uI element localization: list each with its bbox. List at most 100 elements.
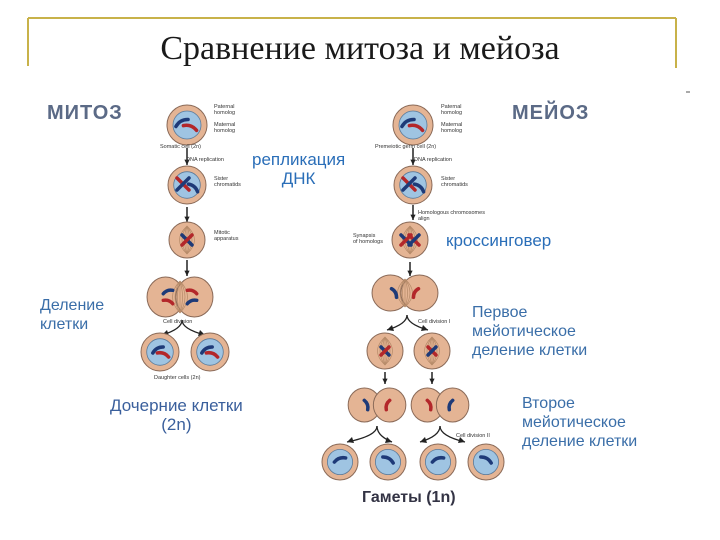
gamete-cell-3 xyxy=(419,443,457,481)
gamete-cell-1 xyxy=(321,443,359,481)
spindle-fiber xyxy=(399,278,406,308)
spindle-fiber xyxy=(431,336,438,366)
small-sister-chromatids-meiosis: Sister chromatids xyxy=(441,176,468,188)
spindle-fiber xyxy=(379,336,386,366)
mitosis-somatic-cell xyxy=(166,104,208,146)
chromatid xyxy=(180,233,194,247)
label-gametes: Гаметы (1n) xyxy=(362,489,456,506)
mitosis-daughter-cell-2 xyxy=(190,332,230,372)
spindle-fiber xyxy=(377,336,386,366)
spindle-fiber xyxy=(431,336,440,366)
arrow-head xyxy=(184,216,190,222)
arrow-head xyxy=(410,159,416,165)
chromosome xyxy=(186,182,200,194)
chromosome xyxy=(407,123,425,133)
arrow-head xyxy=(407,270,413,276)
mitosis-anaphase-cell xyxy=(146,276,214,318)
small-maternal-meiosis: Maternal homolog xyxy=(441,122,463,134)
spindle-fiber xyxy=(384,336,388,366)
small-cell-division-mitosis: Cell division xyxy=(163,319,193,325)
spindle-fiber xyxy=(409,225,418,255)
meiosis-synapsis-cell xyxy=(391,221,429,259)
cell-half xyxy=(372,387,407,423)
cell-half xyxy=(175,276,214,318)
spindle-fiber xyxy=(426,336,433,366)
chromosome xyxy=(412,182,426,194)
label-crossing-over: кроссинговер xyxy=(446,231,552,250)
arrow-head xyxy=(382,378,388,384)
mitosis-metaphase-cell xyxy=(168,221,206,259)
label-first-meiotic-division: Первое мейотическое деление клетки xyxy=(472,304,588,359)
chromosome xyxy=(332,455,348,464)
spindle-fiber xyxy=(177,280,181,314)
small-synapsis: Synapsis of homologs xyxy=(353,233,383,245)
chromosome xyxy=(161,288,175,296)
chromosome xyxy=(181,123,199,133)
spindle-fiber xyxy=(184,225,188,255)
chromosome xyxy=(479,455,493,465)
spindle-fiber xyxy=(404,278,408,308)
arrow-head xyxy=(385,437,392,443)
small-homologous-align: Homologous chromosomes align xyxy=(418,210,485,222)
chromosome xyxy=(362,398,370,412)
chromatid xyxy=(175,176,191,192)
gamete-cell-4 xyxy=(467,443,505,481)
label-second-meiotic-division: Второе мейотическое деление клетки xyxy=(522,395,638,450)
spindle-fiber xyxy=(174,280,181,314)
label-dna-replication: репликация ДНК xyxy=(252,150,346,188)
meiosis-anaphase2-a xyxy=(347,387,407,423)
mitosis-replicated-cell xyxy=(167,165,207,205)
arrow-head xyxy=(458,437,465,443)
chromosome xyxy=(384,398,392,412)
chromosome xyxy=(381,455,395,465)
chromosome xyxy=(389,286,399,300)
small-daughter-cells: Daughter cells (2n) xyxy=(154,375,201,381)
nucleus xyxy=(374,448,401,475)
meiosis-replicated-cell xyxy=(393,165,433,205)
chromosome xyxy=(185,298,199,306)
chromosome xyxy=(204,350,220,359)
small-dna-replication-meiosis: DNA replication xyxy=(414,157,452,163)
spindle-fiber xyxy=(402,278,406,308)
chromosome xyxy=(400,117,416,129)
chromatid xyxy=(379,345,391,357)
spindle-fiber xyxy=(179,280,186,314)
arrow-head xyxy=(420,437,427,443)
arrow-head xyxy=(184,270,190,276)
arrow-head xyxy=(429,378,435,384)
chromosome xyxy=(425,398,433,412)
chromosome xyxy=(155,350,171,359)
label-daughter-cells: Дочерние клетки (2n) xyxy=(110,396,243,434)
chromosome xyxy=(200,345,214,355)
nucleus xyxy=(326,448,353,475)
chromosome xyxy=(174,117,190,129)
cell-half xyxy=(400,274,439,312)
chromosome xyxy=(185,288,199,296)
arrow-head xyxy=(387,325,394,331)
arrow-head xyxy=(184,159,190,165)
meiosis-anaphase2-b xyxy=(410,387,470,423)
arrow-head xyxy=(347,437,354,443)
small-somatic-cell: Somatic cell (2n) xyxy=(160,144,201,150)
small-mitotic-apparatus: Mitotic apparatus xyxy=(214,230,239,242)
meiosis-header: МЕЙОЗ xyxy=(512,102,590,124)
spindle-fiber xyxy=(186,225,190,255)
small-sister-chromatids-mitosis: Sister chromatids xyxy=(214,176,241,188)
label-cell-division: Деление клетки xyxy=(40,297,105,333)
arrow-head xyxy=(410,214,416,220)
spindle-fiber xyxy=(404,278,411,308)
mitosis-header: МИТОЗ xyxy=(47,102,123,124)
spindle-fiber xyxy=(382,336,386,366)
branch-arrow xyxy=(376,425,393,443)
nucleus xyxy=(424,448,451,475)
gamete-cell-2 xyxy=(369,443,407,481)
chromatid xyxy=(407,233,421,247)
chromosome xyxy=(161,298,175,306)
spindle-fiber xyxy=(429,336,433,366)
small-maternal-mitosis: Maternal homolog xyxy=(214,122,236,134)
arrow-head xyxy=(421,325,428,331)
mitosis-daughter-cell-1 xyxy=(140,332,180,372)
